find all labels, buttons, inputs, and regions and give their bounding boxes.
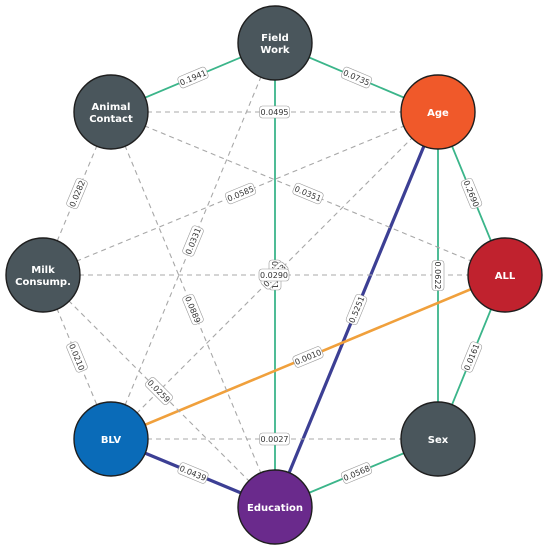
node-label: Sex <box>428 435 449 446</box>
edge-weight-text: 0.0622 <box>433 262 442 290</box>
node-circle <box>73 401 149 477</box>
node-label: BLV <box>101 435 122 446</box>
node-blv: BLV <box>73 401 149 477</box>
edge-label-box <box>460 177 483 210</box>
edge-label: 0.0161 <box>460 341 483 373</box>
node-all: ALL <box>467 237 543 313</box>
edge-label: 0.1941 <box>177 66 209 89</box>
edge-label-box <box>224 182 257 205</box>
node-label: Animal <box>92 102 131 113</box>
edge-animal-all <box>110 111 506 276</box>
edge-label: 0.0010 <box>292 346 324 368</box>
edge-label-box <box>259 105 290 119</box>
edge-label-box <box>292 346 324 368</box>
edge-weight-text: 0.0290 <box>260 271 288 280</box>
edge-label-box <box>66 177 88 210</box>
edge-label: 0.0027 <box>259 432 290 446</box>
node-circle <box>237 469 313 545</box>
node-label: ALL <box>495 271 516 282</box>
edge-label: 0.0439 <box>177 462 209 484</box>
edge-label: 0.0889 <box>182 293 204 326</box>
node-label: Age <box>427 108 449 119</box>
edge-label-box <box>258 268 290 282</box>
edge-label-box <box>182 225 204 257</box>
node-circle <box>467 237 543 313</box>
edge-weight-text: 0.0027 <box>261 435 289 444</box>
edge-label: 0.0282 <box>66 177 88 210</box>
edge-label-box <box>345 293 368 326</box>
edge-label: 0.0290 <box>258 268 290 282</box>
node-label: Contact <box>89 114 133 125</box>
edge-label: 0.2690 <box>460 177 483 210</box>
node-label: Education <box>247 503 303 514</box>
edge-label: 0.0585 <box>224 182 257 205</box>
edge-label-box <box>340 462 373 484</box>
node-label: Work <box>260 45 289 56</box>
edge-weight-text: 0.0495 <box>261 108 289 117</box>
edge-label-box <box>259 432 290 446</box>
node-circle <box>400 401 476 477</box>
edge-label-box <box>177 462 209 484</box>
edge-label: 0.0351 <box>292 182 324 205</box>
edge-label-box <box>431 260 445 291</box>
edge-label-box <box>460 341 483 373</box>
node-circle <box>5 237 81 313</box>
node-age: Age <box>400 74 476 150</box>
edge-label-box <box>145 377 173 405</box>
node-sex: Sex <box>400 401 476 477</box>
node-label: Field <box>261 33 289 44</box>
node-label: Consump. <box>15 277 71 288</box>
node-circle <box>73 74 149 150</box>
node-circle <box>400 74 476 150</box>
edge-label: 0.0495 <box>259 105 290 119</box>
edge-label-box <box>292 182 324 205</box>
edge-label-box <box>182 293 204 326</box>
edge-label-box <box>340 66 373 89</box>
edge-label: 0.0568 <box>340 462 373 484</box>
edge-label: 0.0735 <box>340 66 373 89</box>
edge-label: 0.5251 <box>345 293 368 326</box>
edge-label-box <box>177 66 209 89</box>
node-education: Education <box>237 469 313 545</box>
edge-label: 0.0210 <box>66 341 88 373</box>
edge-label-box <box>66 341 88 373</box>
node-label: Milk <box>31 265 55 276</box>
edge-label: 0.0331 <box>182 225 204 257</box>
node-circle <box>237 5 313 81</box>
edge-label: 0.0622 <box>431 260 445 291</box>
